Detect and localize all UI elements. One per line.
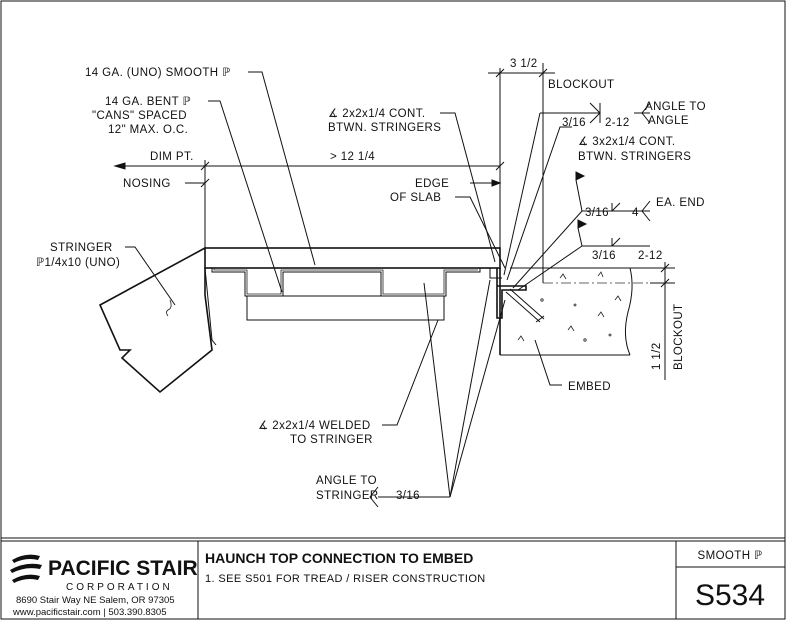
sheet-number: S534 xyxy=(695,579,765,612)
label-edge-of-slab-1: EDGE xyxy=(415,178,449,190)
company-corporation: CORPORATION xyxy=(66,582,173,593)
callout-labels: 14 GA. (UNO) SMOOTH ℙ 14 GA. BENT ℙ "CAN… xyxy=(36,58,706,502)
label-ea-end: EA. END xyxy=(656,197,705,209)
embed-angle xyxy=(496,268,545,323)
label-blockout-side: BLOCKOUT xyxy=(673,304,685,370)
label-weld-3-16-c: 3/16 xyxy=(592,250,616,262)
label-bent-plate-2: "CANS" SPACED xyxy=(92,110,187,122)
label-angle-welded-1: ∡ 2x2x1/4 WELDED xyxy=(258,420,371,432)
label-angle-cont-2: BTWN. STRINGERS xyxy=(328,122,441,134)
label-weld-2-12-a: 2-12 xyxy=(605,117,630,129)
label-nosing: NOSING xyxy=(123,178,171,190)
label-dim-gt-12: > 12 1/4 xyxy=(330,151,375,163)
label-embed: EMBED xyxy=(568,381,611,393)
company-name: PACIFIC STAIR xyxy=(48,557,198,580)
label-angle-to-angle-1: ANGLE TO xyxy=(645,101,706,113)
label-stringer-2: ℙ1/4x10 (UNO) xyxy=(36,257,120,269)
label-bent-plate-1: 14 GA. BENT ℙ xyxy=(105,96,191,108)
stringer-plate-behind xyxy=(246,295,445,321)
company-address: 8690 Stair Way NE Salem, OR 97305 xyxy=(16,595,175,606)
label-angle3-cont-1: ∡ 3x2x1/4 CONT. xyxy=(578,136,675,148)
concrete-slab xyxy=(499,267,665,356)
drawing-title: HAUNCH TOP CONNECTION TO EMBED xyxy=(205,550,473,566)
label-angle-to-stringer-2: STRINGER xyxy=(316,490,379,502)
label-dim-1-half: 1 1/2 xyxy=(651,342,663,370)
label-weld-3-16-a: 3/16 xyxy=(562,117,586,129)
pacific-stair-logo: PACIFIC STAIR CORPORATION 8690 Stair Way… xyxy=(10,554,198,618)
label-angle-to-angle-2: ANGLE xyxy=(648,115,689,127)
label-dim-3-half: 3 1/2 xyxy=(510,58,538,70)
drawing-note: 1. SEE S501 FOR TREAD / RISER CONSTRUCTI… xyxy=(205,573,486,585)
label-weld-3-16-d: 3/16 xyxy=(396,490,420,502)
dimensions xyxy=(113,63,675,380)
label-stringer-1: STRINGER xyxy=(50,242,113,254)
label-smooth-plate: 14 GA. (UNO) SMOOTH ℙ xyxy=(85,67,231,79)
label-blockout-top: BLOCKOUT xyxy=(548,79,614,91)
company-web-phone: www.pacificstair.com | 503.390.8305 xyxy=(12,607,167,618)
title-block: PACIFIC STAIR CORPORATION 8690 Stair Way… xyxy=(1,537,785,619)
label-angle3-cont-2: BTWN. STRINGERS xyxy=(578,151,691,163)
label-weld-4: 4 xyxy=(632,207,639,219)
tread-plate xyxy=(204,247,501,269)
stringer xyxy=(98,247,217,394)
bent-plate-cans xyxy=(211,268,481,297)
label-bent-plate-3: 12" MAX. O.C. xyxy=(108,124,188,136)
label-edge-of-slab-2: OF SLAB xyxy=(390,192,441,204)
cont-angle xyxy=(489,268,502,279)
label-weld-3-16-b: 3/16 xyxy=(585,207,609,219)
label-weld-2-12-c: 2-12 xyxy=(638,250,663,262)
label-dim-pt: DIM PT. xyxy=(150,151,194,163)
weld-symbols xyxy=(369,102,651,508)
leader-lines xyxy=(125,71,650,498)
label-angle-welded-2: TO STRINGER xyxy=(290,434,373,446)
label-angle-to-stringer-1: ANGLE TO xyxy=(316,475,377,487)
label-angle-cont-1: ∡ 2x2x1/4 CONT. xyxy=(328,108,425,120)
tread-type: SMOOTH ℙ xyxy=(698,550,763,562)
